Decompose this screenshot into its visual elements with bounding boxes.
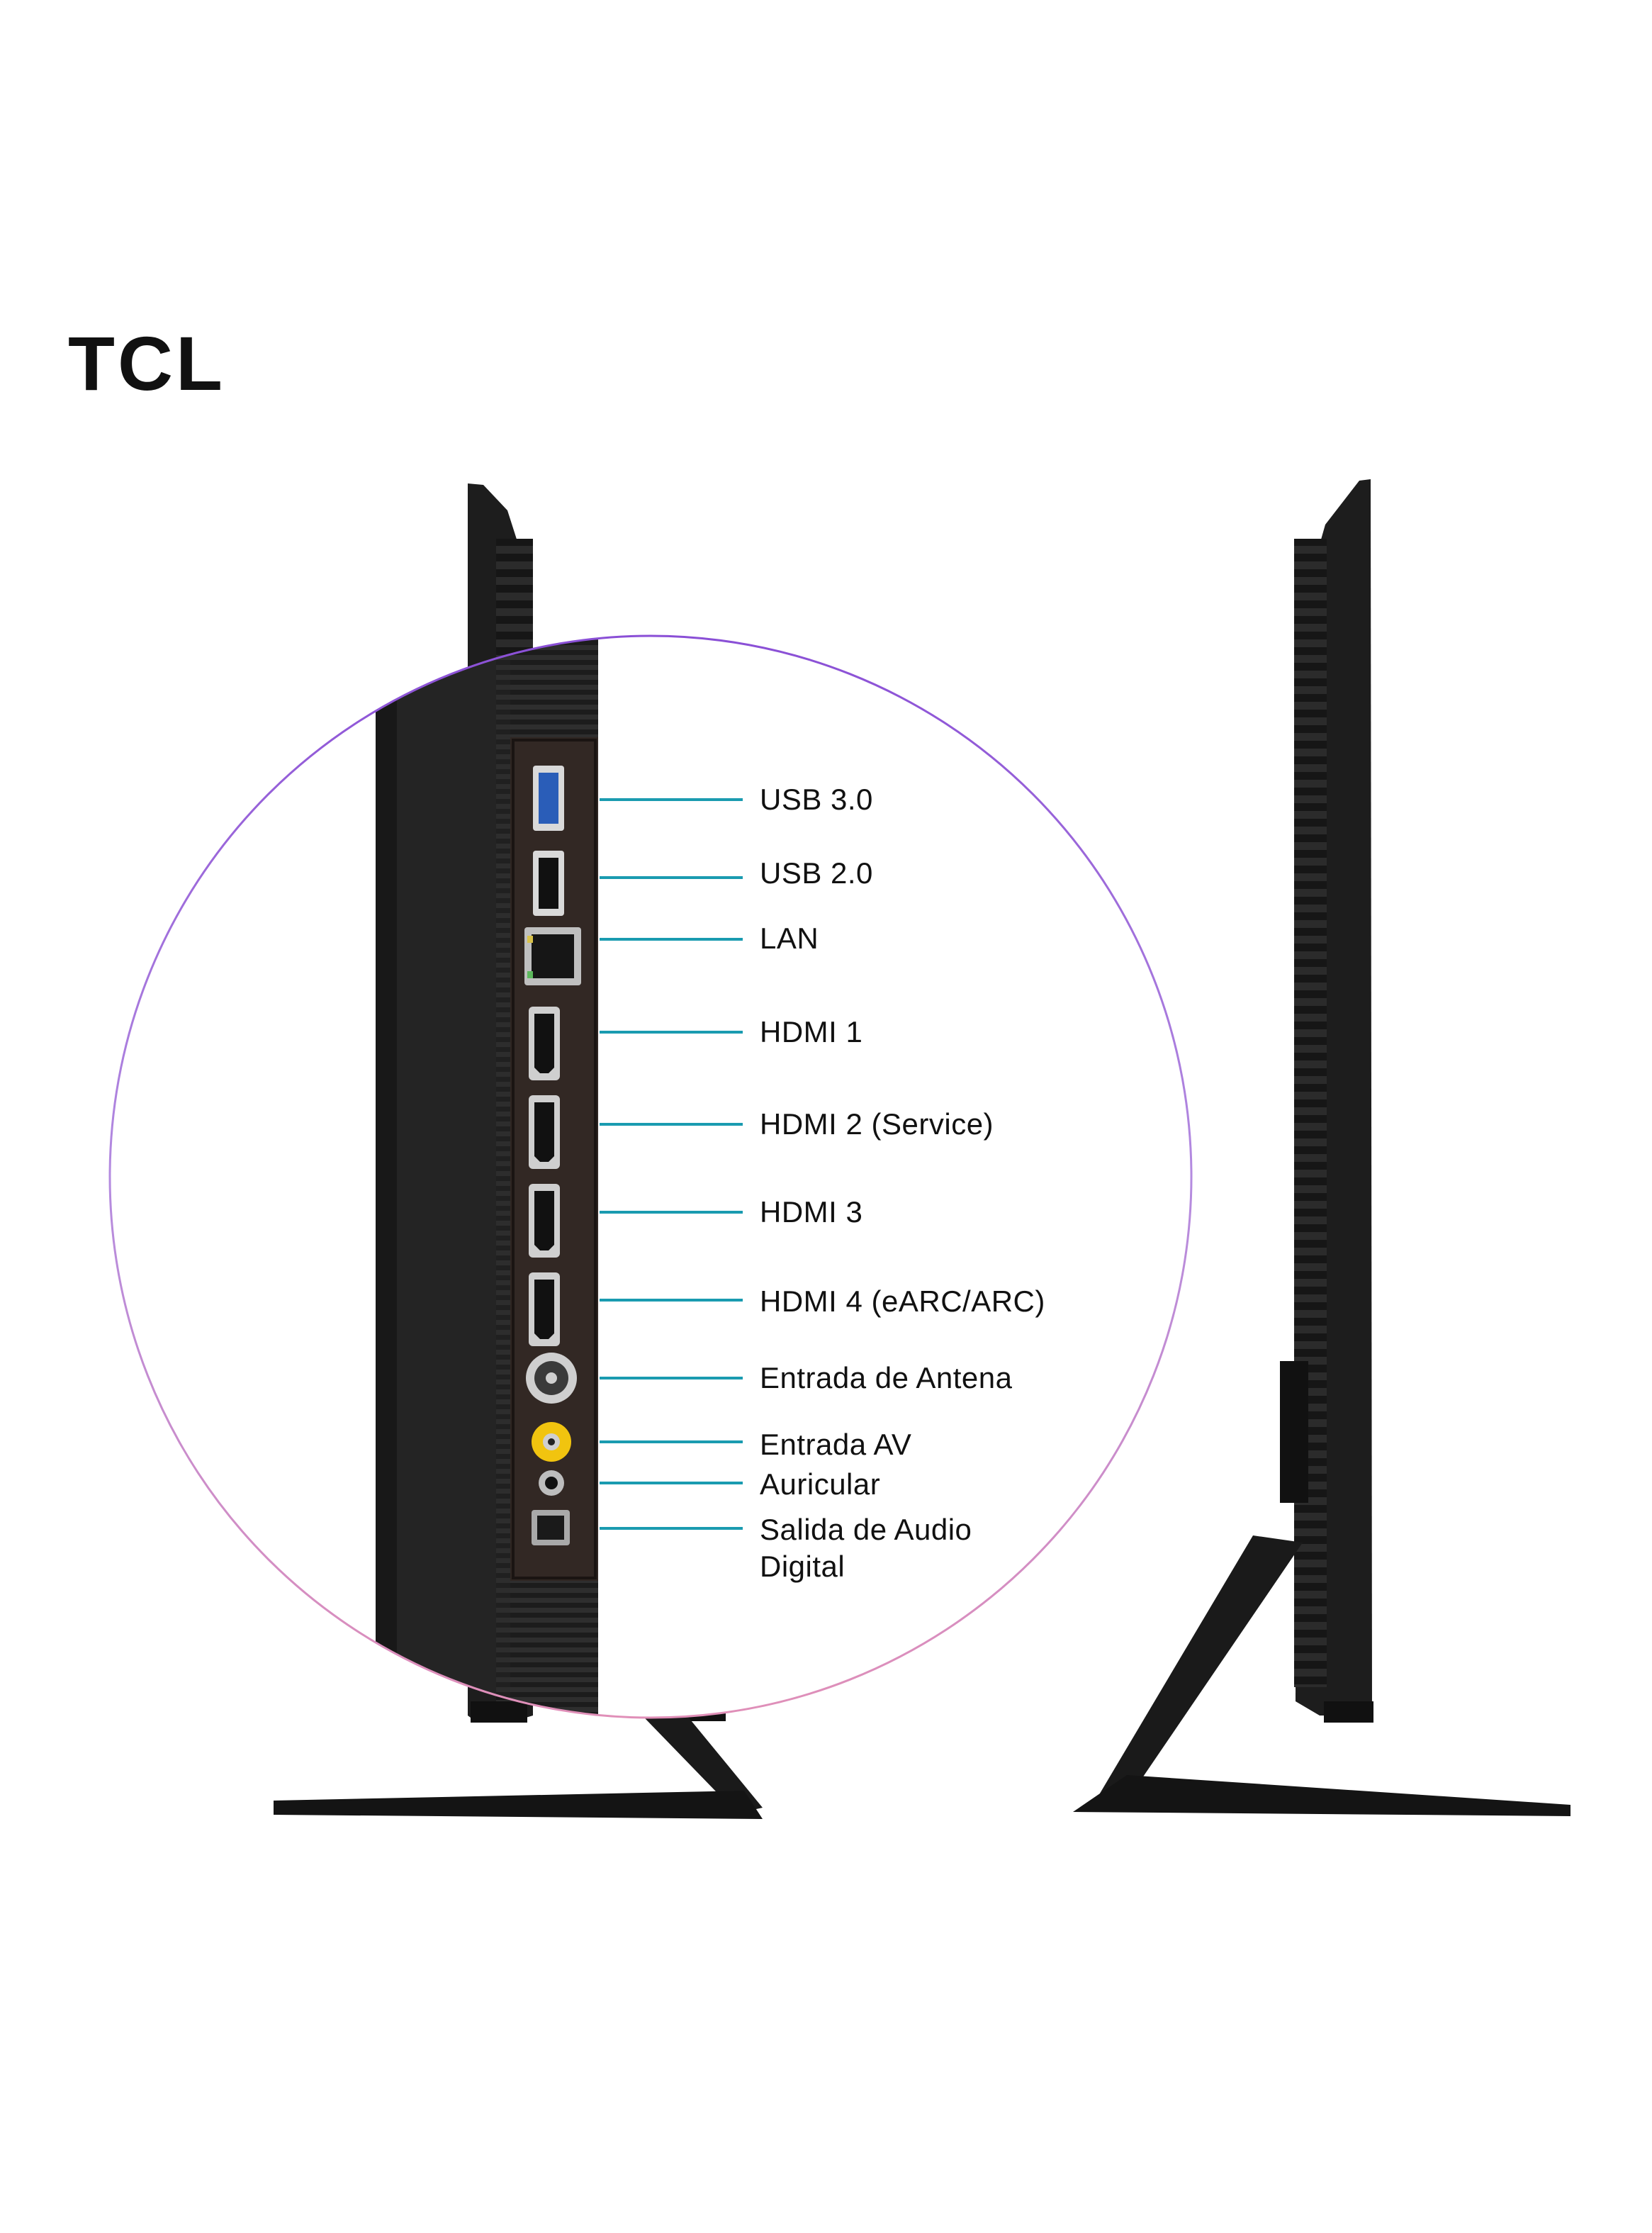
usb-3-port-icon xyxy=(533,766,564,831)
av-port-icon xyxy=(532,1422,571,1462)
optical-audio-port-icon xyxy=(532,1510,570,1545)
port-label-usb3: USB 3.0 xyxy=(760,783,873,816)
port-label-hdmi4: HDMI 4 (eARC/ARC) xyxy=(760,1285,1045,1318)
port-label-optical: Salida de Audio Digital xyxy=(760,1513,972,1583)
port-label-hdmi1: HDMI 1 xyxy=(760,1015,863,1048)
right-tv-side-view xyxy=(1073,479,1570,1816)
port-label-hdmi2: HDMI 2 (Service) xyxy=(760,1107,994,1141)
headphone-jack-icon xyxy=(539,1470,564,1496)
port-label-lan: LAN xyxy=(760,922,819,955)
hdmi-port-icon xyxy=(529,1095,560,1169)
ethernet-port-icon xyxy=(524,927,581,985)
tcl-logo-text: TCL xyxy=(68,320,225,406)
usb-2-port-icon xyxy=(533,851,564,916)
port-label-headphone: Auricular xyxy=(760,1467,881,1501)
tcl-logo: TCL xyxy=(68,320,225,406)
port-label-hdmi3: HDMI 3 xyxy=(760,1195,863,1229)
hdmi-port-icon xyxy=(529,1184,560,1258)
port-label-av: Entrada AV xyxy=(760,1428,912,1461)
zoom-callout xyxy=(108,634,1193,1719)
antenna-port-icon xyxy=(526,1353,577,1404)
port-label-usb2: USB 2.0 xyxy=(760,856,873,890)
hdmi-port-icon xyxy=(529,1007,560,1080)
leader-lines xyxy=(600,798,743,1530)
port-panel xyxy=(524,766,581,1545)
port-label-antenna: Entrada de Antena xyxy=(760,1361,1013,1394)
hdmi-port-icon xyxy=(529,1272,560,1346)
